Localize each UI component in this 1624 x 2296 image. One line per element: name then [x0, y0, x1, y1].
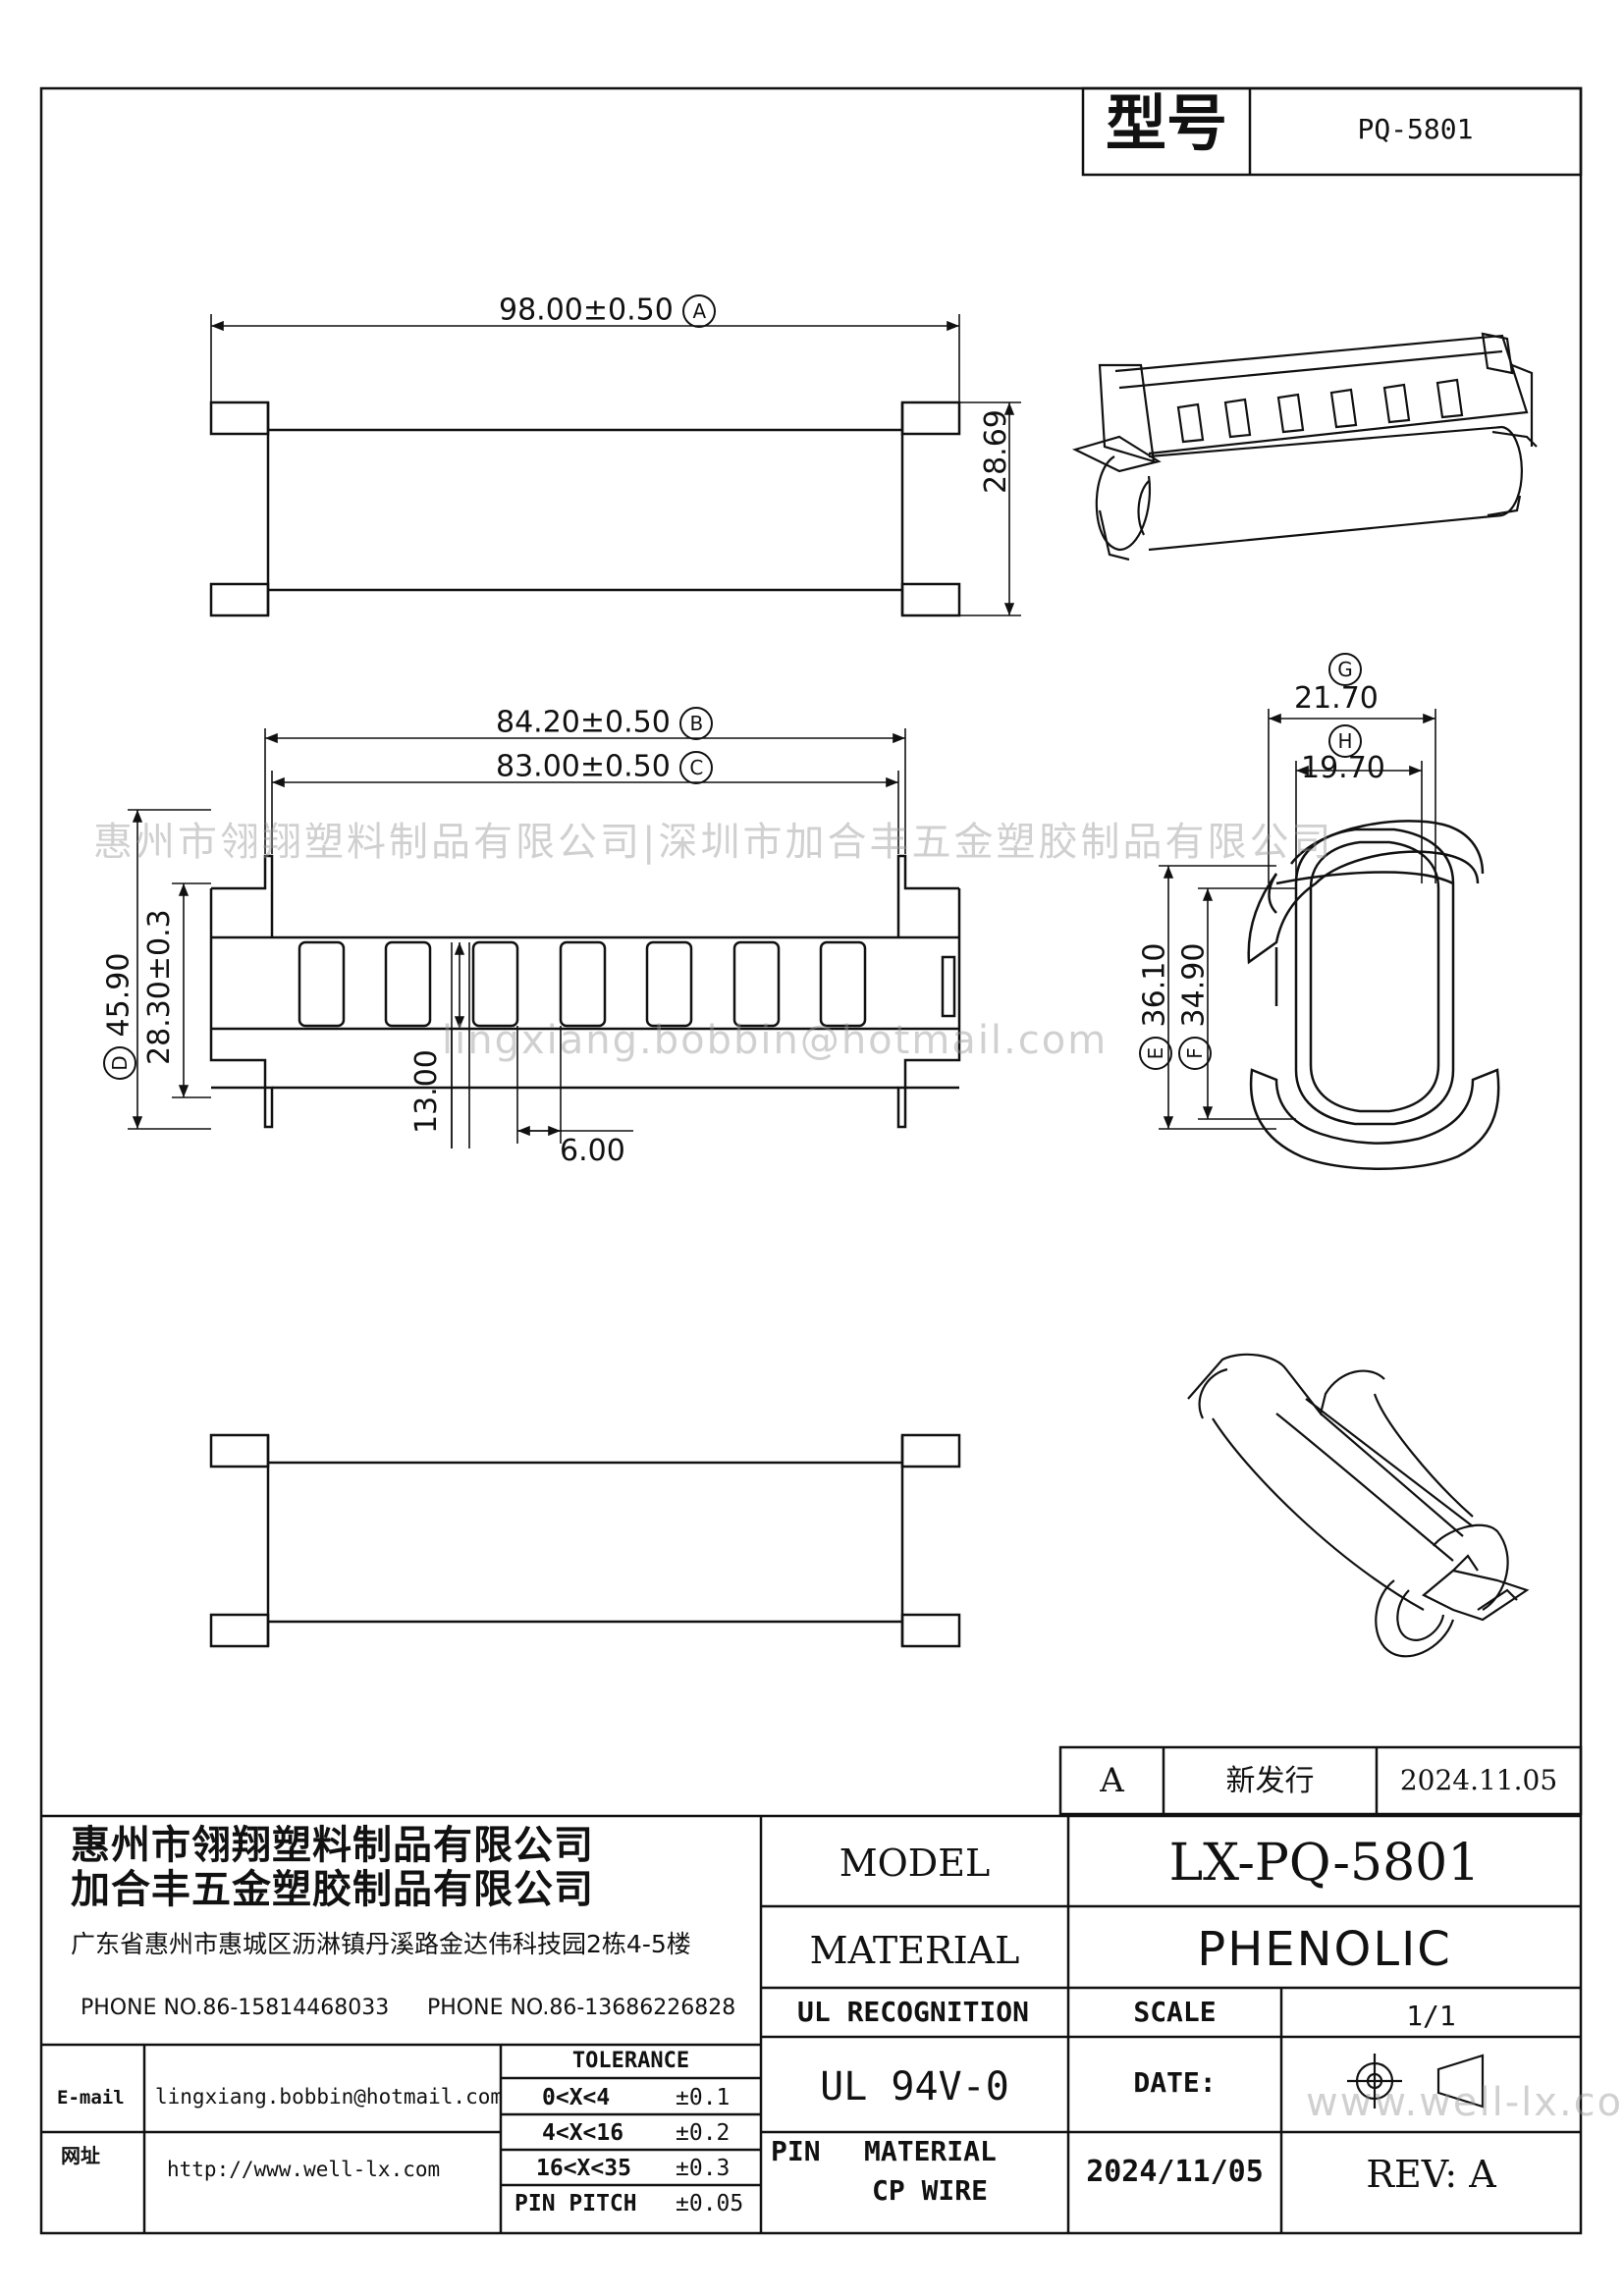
watermark-site: www.well-lx.com	[1306, 2080, 1624, 2125]
company-name-2: 加合丰五金塑胶制品有限公司	[71, 1867, 594, 1912]
dim-g: G	[1316, 653, 1375, 686]
dim-h: H	[1316, 724, 1375, 758]
end-view	[1247, 820, 1500, 1170]
dim-height-top: 28.69	[979, 409, 1013, 494]
revision-row	[1058, 1745, 1583, 1816]
tag-f-icon: F	[1178, 1037, 1212, 1070]
bottom-view	[209, 1433, 961, 1648]
dim-overall-length: 98.00±0.50 A	[499, 294, 717, 328]
rev-label: REV: A	[1366, 2153, 1496, 2196]
phone-2: PHONE NO.86-13686226828	[427, 1996, 736, 2020]
dim-height-f: F 34.90	[1177, 943, 1212, 1070]
dim-flange-width-c: 83.00±0.50 C	[496, 751, 714, 784]
title-block	[41, 1814, 1581, 2233]
tolerance-value-2: ±0.2	[676, 2120, 731, 2146]
iso-view-top	[1071, 332, 1538, 561]
tolerance-range-4: PIN PITCH	[514, 2191, 637, 2216]
email-label: E-mail	[57, 2087, 125, 2109]
watermark-companies: 惠州市翎翔塑料制品有限公司|深圳市加合丰五金塑胶制品有限公司	[93, 820, 1334, 865]
tolerance-value-3: ±0.3	[676, 2156, 731, 2181]
dim-slot-height: 13.00	[409, 1049, 444, 1134]
watermark-email: lingxiang.bobbin@hotmail.com	[442, 1018, 1109, 1063]
header-model-label: 型号	[1105, 87, 1227, 159]
ul-label: UL RECOGNITION	[797, 1996, 1030, 2028]
model-value: LX-PQ-5801	[1168, 1834, 1481, 1893]
date-label: DATE:	[1133, 2066, 1217, 2099]
dim-flange-width-b: 84.20±0.50 B	[496, 707, 714, 740]
tag-g-icon: G	[1328, 653, 1362, 686]
tolerance-value-1: ±0.1	[676, 2085, 731, 2110]
tag-d-icon: D	[103, 1046, 136, 1080]
dim-outer-g: 21.70	[1294, 681, 1379, 716]
date-value: 2024/11/05	[1086, 2155, 1264, 2189]
iso-view-bottom	[1187, 1353, 1530, 1658]
tag-h-icon: H	[1328, 724, 1362, 758]
revision-letter: A	[1100, 1761, 1124, 1800]
sheet-border	[39, 86, 1583, 2235]
material-label: MATERIAL	[809, 1929, 1020, 1972]
dim-slot-width: 6.00	[560, 1134, 625, 1168]
site-value[interactable]: http://www.well-lx.com	[167, 2158, 441, 2181]
tolerance-title: TOLERANCE	[571, 2049, 690, 2073]
dim-total-height-d: D 45.90	[102, 953, 136, 1080]
company-address: 广东省惠州市惠城区沥淋镇丹溪路金达伟科技园2栋4-5楼	[71, 1930, 691, 1958]
front-view	[209, 854, 961, 1129]
dim-inner-height: 28.30±0.3	[142, 909, 177, 1065]
pin-label: PIN	[771, 2135, 821, 2167]
top-view	[209, 400, 961, 617]
tag-c-icon: C	[679, 751, 714, 784]
dim-inner-h: 19.70	[1301, 751, 1385, 785]
header-model-value: PQ-5801	[1357, 113, 1474, 145]
company-name-1: 惠州市翎翔塑料制品有限公司	[71, 1823, 594, 1868]
projection-symbol-icon	[1347, 2054, 1485, 2109]
tag-e-icon: E	[1139, 1037, 1172, 1070]
tolerance-range-2: 4<X<16	[542, 2120, 624, 2146]
site-label: 网址	[61, 2144, 100, 2167]
tag-b-icon: B	[679, 707, 714, 740]
pin-material-value: CP WIRE	[872, 2174, 989, 2207]
dim-height-e: E 36.10	[1138, 943, 1172, 1070]
material-value: PHENOLIC	[1197, 1922, 1452, 1977]
model-label: MODEL	[839, 1842, 991, 1885]
revision-date: 2024.11.05	[1399, 1764, 1558, 1796]
scale-label: SCALE	[1133, 1996, 1217, 2028]
email-value[interactable]: lingxiang.bobbin@hotmail.com	[155, 2085, 504, 2109]
ul-value: UL 94V-0	[820, 2064, 1009, 2109]
pin-material-label: MATERIAL	[864, 2135, 997, 2167]
revision-note: 新发行	[1225, 1764, 1315, 1798]
tag-a-icon: A	[682, 294, 717, 328]
phone-1: PHONE NO.86-15814468033	[81, 1996, 390, 2020]
tolerance-value-4: ±0.05	[676, 2191, 744, 2216]
scale-value: 1/1	[1406, 2000, 1456, 2032]
header-box	[1081, 86, 1583, 177]
tolerance-range-1: 0<X<4	[542, 2085, 611, 2110]
tolerance-range-3: 16<X<35	[536, 2156, 631, 2181]
